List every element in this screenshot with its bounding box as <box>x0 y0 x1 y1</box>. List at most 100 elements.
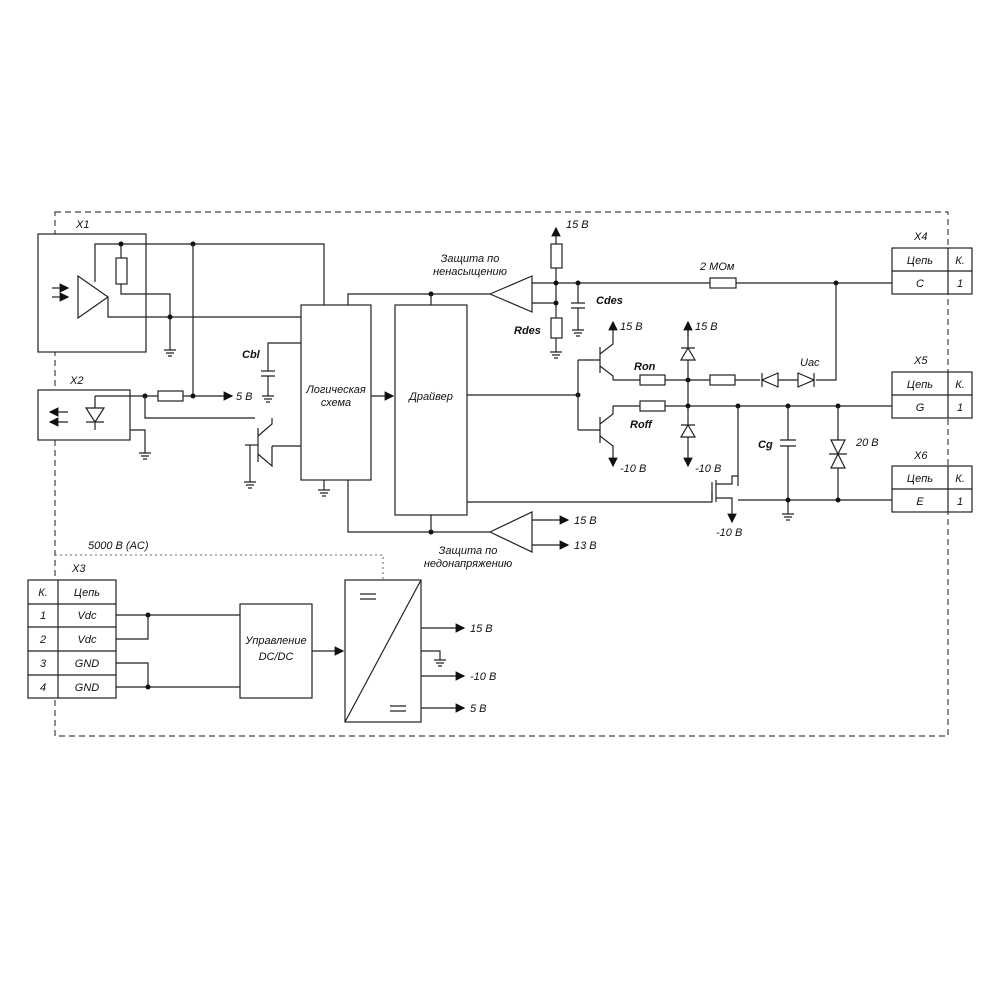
vdc-wire <box>116 614 240 640</box>
svg-text:C: C <box>916 278 924 290</box>
cbl-capacitor <box>261 342 301 396</box>
isolation-rating-label: 5000 В (AC) <box>88 540 149 552</box>
cdes-label: Cdes <box>596 295 623 307</box>
vneg10-mos-label: -10 В <box>716 527 742 539</box>
svg-text:Vdc: Vdc <box>78 634 97 646</box>
gnd-wire <box>116 662 240 688</box>
uv-15-label: 15 В <box>574 515 597 527</box>
dcdc-label-1: Управление <box>244 635 306 647</box>
svg-text:1: 1 <box>957 402 963 414</box>
svg-text:1: 1 <box>957 278 963 290</box>
z20-label: 20 В <box>855 437 879 449</box>
r-2mohm-label: 2 МОм <box>699 261 735 273</box>
dcdc-dc-icon <box>390 705 406 712</box>
out5-label: 5 В <box>470 703 487 715</box>
logic-block <box>300 304 372 481</box>
svg-text:GND: GND <box>75 682 100 694</box>
dcdc-label-2: DC/DC <box>259 651 294 663</box>
led-wire <box>86 396 104 430</box>
svg-text:E: E <box>916 496 924 508</box>
x2-connector <box>37 389 131 441</box>
module-outline <box>54 211 949 737</box>
ron-label: Ron <box>634 361 656 373</box>
uv-feedback-wire <box>347 480 490 533</box>
driver-label: Драйвер <box>407 391 453 403</box>
v15-d-label: 15 В <box>695 321 718 333</box>
x1-wire-supply <box>94 243 325 305</box>
zener-20v-icon <box>829 406 847 500</box>
svg-text:4: 4 <box>40 682 46 694</box>
dcdc-ground-icon <box>421 650 446 667</box>
x3-connector: К. Цепь 1 Vdc 2 Vdc 3 GND 4 GND <box>27 579 117 699</box>
x5-label: X5 <box>913 355 928 367</box>
desat-label-1: Защита по <box>441 253 500 265</box>
logic-ground-icon <box>318 480 330 497</box>
x3-label: X3 <box>71 563 86 575</box>
svg-text:К.: К. <box>955 473 965 485</box>
upper-npn-transistor-icon <box>599 334 614 380</box>
uac-label: Uac <box>800 357 820 369</box>
uac-diode-icon <box>760 372 779 388</box>
lower-pnp-transistor-icon <box>599 406 614 456</box>
uv-13-label: 13 В <box>574 540 597 552</box>
vneg10-d-label: -10 В <box>695 463 721 475</box>
logic-label-1: Логическая <box>305 384 366 396</box>
x2-label: X2 <box>69 375 83 387</box>
cdes-capacitor <box>571 283 585 330</box>
x2-ground-icon <box>139 452 151 460</box>
x6-connector: X6 Цепь К. E 1 <box>891 450 973 513</box>
out15-label: 15 В <box>470 623 493 635</box>
svg-text:GND: GND <box>75 658 100 670</box>
cg-capacitor <box>780 406 796 500</box>
v15-q1-label: 15 В <box>620 321 643 333</box>
svg-text:2: 2 <box>39 634 46 646</box>
svg-text:Цепь: Цепь <box>907 473 933 485</box>
svg-text:Цепь: Цепь <box>74 587 100 599</box>
dcdc-ac-icon <box>360 593 376 600</box>
cbl-label: Cbl <box>242 349 261 361</box>
x2-resistor <box>157 390 184 402</box>
svg-text:1: 1 <box>40 610 46 622</box>
svg-text:1: 1 <box>957 496 963 508</box>
push-pull-base-wire <box>577 359 600 431</box>
x1-label: X1 <box>75 219 89 231</box>
x1-signal-wire <box>107 297 301 318</box>
cdes-ground-icon <box>572 329 584 337</box>
clamp-diode-upper-icon <box>679 330 697 380</box>
svg-text:Цепь: Цепь <box>907 379 933 391</box>
uac-tvs-icon <box>797 372 816 388</box>
svg-text:Vdc: Vdc <box>78 610 97 622</box>
x5-connector: X5 Цепь К. G 1 <box>891 355 973 419</box>
svg-text:Цепь: Цепь <box>907 255 933 267</box>
optical-input-arrows-icon <box>52 283 70 302</box>
cg-label: Cg <box>758 439 773 451</box>
x1-pullup-resistor <box>115 257 128 285</box>
desat-label-2: ненасыщению <box>433 266 507 278</box>
logic-label-2: схема <box>321 397 351 409</box>
clamp-resistor <box>709 374 736 386</box>
rdes-label: Rdes <box>514 325 541 337</box>
x2-to-transistor <box>144 396 255 419</box>
svg-text:3: 3 <box>40 658 47 670</box>
vneg10-q2-label: -10 В <box>620 463 646 475</box>
svg-text:К.: К. <box>955 379 965 391</box>
uv-label-2: недонапряжению <box>424 558 512 570</box>
uv-label-1: Защита по <box>439 545 498 557</box>
x2-ground-wire <box>130 429 146 453</box>
mosfet-gate-wire <box>467 492 713 503</box>
r-2mohm-resistor <box>709 277 737 289</box>
mosfet-clamp-icon <box>711 475 738 508</box>
desat-comparator-icon <box>488 275 533 313</box>
svg-text:К.: К. <box>38 587 48 599</box>
rdes-resistor <box>550 317 563 339</box>
x4-label: X4 <box>913 231 927 243</box>
optical-output-arrows-icon <box>48 407 68 427</box>
x6-label: X6 <box>913 450 928 462</box>
rdes-upper-resistor <box>550 243 563 269</box>
rdes-ground-icon <box>550 338 562 359</box>
desat-feedback-wire <box>347 293 490 305</box>
cg-ground-icon <box>782 500 794 521</box>
outneg10-label: -10 В <box>470 671 496 683</box>
cbl-ground-icon <box>262 395 274 403</box>
